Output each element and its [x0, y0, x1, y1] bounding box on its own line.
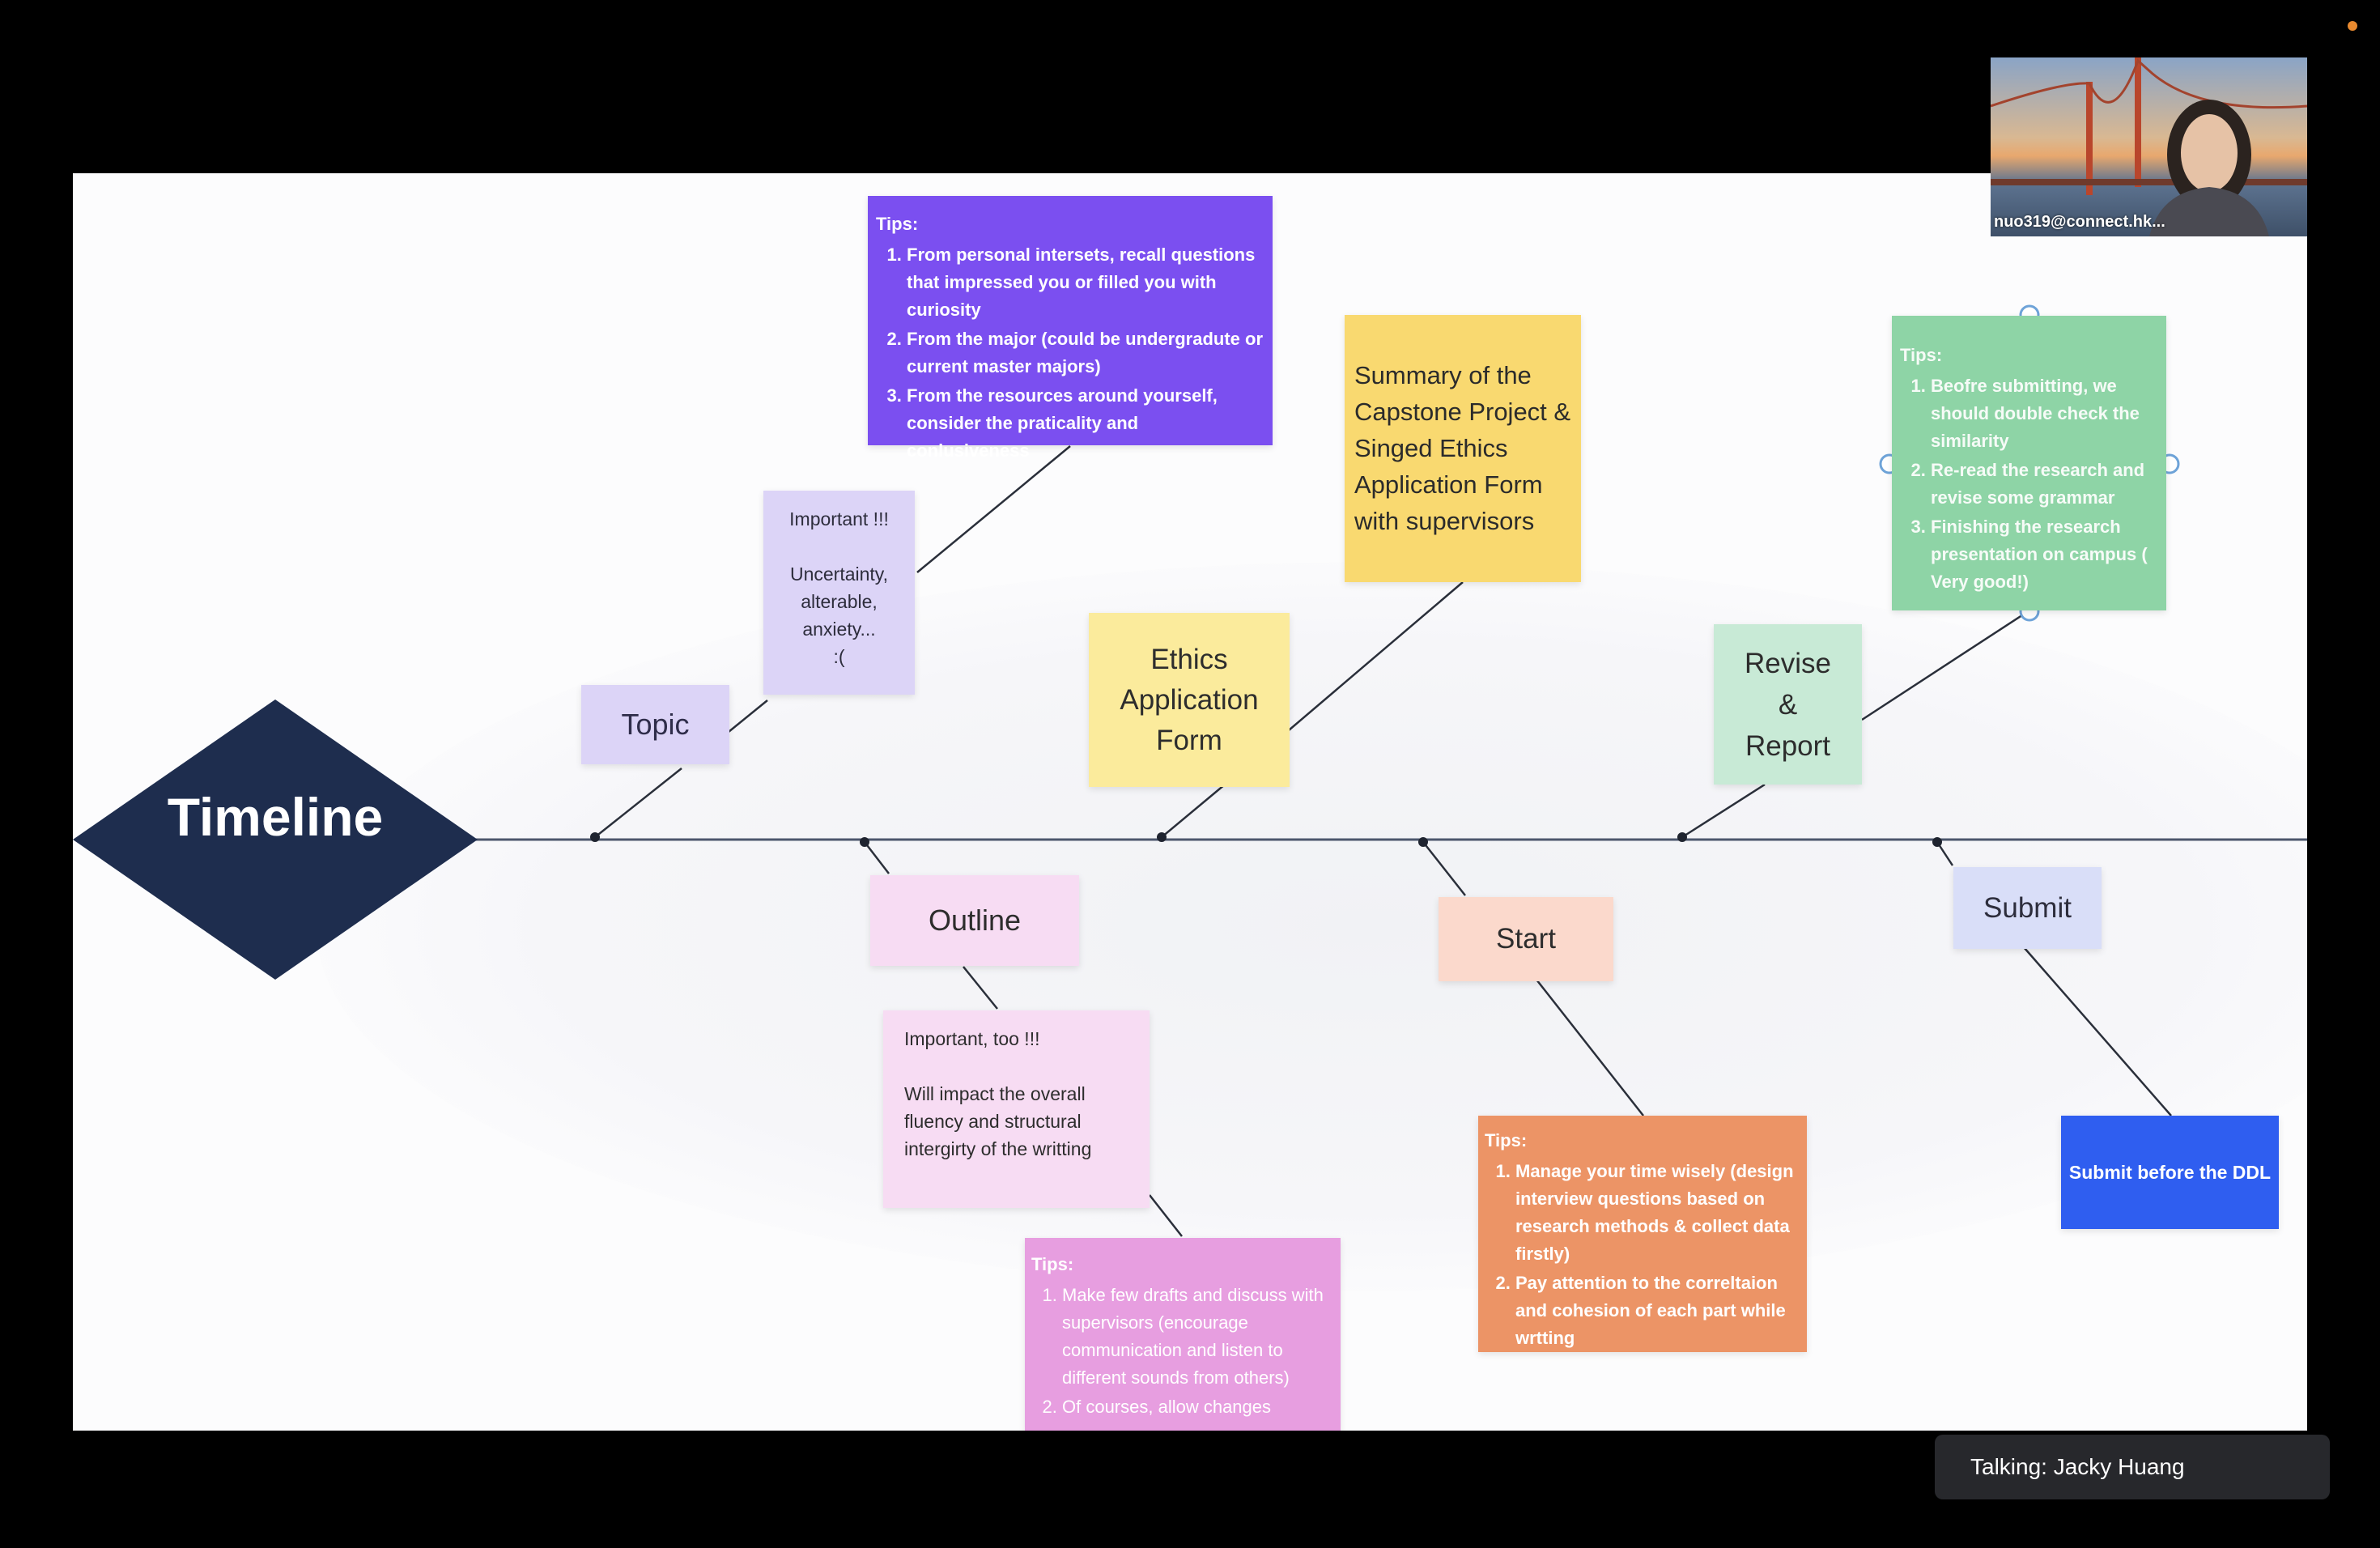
outline-tips-note[interactable]: Tips: Make few drafts and discuss with s…	[1025, 1238, 1341, 1431]
start-tip-item: Pay attention to the correltaion and coh…	[1515, 1269, 1800, 1352]
revise-tips-title: Tips:	[1900, 345, 1943, 365]
topic-tip-item: From personal intersets, recall question…	[907, 241, 1264, 324]
timeline-title: Timeline	[167, 787, 384, 847]
ethics-note[interactable]: Ethics Application Form	[1089, 613, 1290, 787]
node-ethics	[1157, 832, 1167, 842]
outline-note[interactable]: Outline	[870, 875, 1079, 966]
video-background	[1991, 57, 2307, 236]
topic-important-body: Uncertainty, alterable, anxiety... :(	[789, 563, 888, 667]
revise-tip-item: Re-read the research and revise some gra…	[1931, 457, 2158, 512]
revise-label: Revise & Report	[1745, 647, 1831, 762]
outline-important-note[interactable]: Important, too !!! Will impact the overa…	[883, 1010, 1150, 1208]
start-tips-list: Manage your time wisely (design intervie…	[1485, 1158, 1800, 1352]
revise-tip-item: Finishing the research presentation on c…	[1931, 513, 2158, 596]
topic-important-note[interactable]: Important !!! Uncertainty, alterable, an…	[763, 491, 915, 695]
shared-slide: Timeline Topic Important !!! Uncertainty…	[73, 173, 2307, 1431]
outline-important-body: Will impact the overall fluency and stru…	[904, 1083, 1092, 1159]
outline-important-heading: Important, too !!!	[904, 1028, 1040, 1049]
topic-note[interactable]: Topic	[581, 685, 729, 764]
submit-ddl-note[interactable]: Submit before the DDL	[2061, 1116, 2279, 1229]
recording-indicator	[2348, 21, 2357, 31]
revise-tip-item: Beofre submitting, we should double chec…	[1931, 372, 2158, 455]
start-tip-item: Manage your time wisely (design intervie…	[1515, 1158, 1800, 1268]
outline-label: Outline	[928, 904, 1022, 937]
outline-tip-item: Make few drafts and discuss with supervi…	[1062, 1282, 1334, 1392]
node-outline	[860, 837, 869, 847]
participant-video-tile[interactable]: nuo319@connect.hk...	[1991, 57, 2307, 236]
start-note[interactable]: Start	[1439, 897, 1613, 981]
topic-label: Topic	[621, 708, 690, 741]
topic-tips-title: Tips:	[876, 214, 919, 234]
node-submit	[1932, 837, 1942, 847]
submit-ddl-text: Submit before the DDL	[2068, 1161, 2272, 1183]
timeline-connectors	[73, 304, 2307, 1237]
ethics-label: Ethics Application Form	[1120, 643, 1259, 756]
topic-tips-note[interactable]: Tips: From personal intersets, recall qu…	[868, 196, 1273, 461]
start-tips-note[interactable]: Tips: Manage your time wisely (design in…	[1478, 1116, 1807, 1352]
outline-tips-title: Tips:	[1031, 1254, 1074, 1274]
outline-tip-item: Of courses, allow changes	[1062, 1393, 1334, 1421]
ethics-summary-text: Summary of the Capstone Project & Singed…	[1354, 361, 1571, 535]
active-speaker-indicator: Talking: Jacky Huang	[1935, 1435, 2330, 1499]
participant-video-image	[1991, 57, 2307, 236]
node-start	[1418, 837, 1428, 847]
start-tips-title: Tips:	[1485, 1130, 1528, 1150]
start-label: Start	[1496, 923, 1556, 955]
participant-name: nuo319@connect.hk...	[1994, 213, 2165, 231]
topic-tip-item: From the major (could be undergradute or…	[907, 325, 1264, 381]
submit-note[interactable]: Submit	[1953, 867, 2102, 949]
outline-tips-list: Make few drafts and discuss with supervi…	[1031, 1282, 1334, 1421]
timeline-diamond	[73, 700, 478, 980]
revise-tips-note[interactable]: Tips: Beofre submitting, we should doubl…	[1892, 316, 2166, 610]
revise-tips-list: Beofre submitting, we should double chec…	[1900, 372, 2158, 596]
topic-important-heading: Important !!!	[789, 508, 889, 529]
topic-tip-item: From the resources around yourself, cons…	[907, 382, 1264, 465]
submit-label: Submit	[1983, 891, 2072, 924]
topic-tips-list: From personal intersets, recall question…	[876, 241, 1264, 465]
node-topic	[590, 832, 600, 842]
revise-note[interactable]: Revise & Report	[1714, 624, 1862, 785]
node-revise	[1677, 832, 1687, 842]
active-speaker-text: Talking: Jacky Huang	[1970, 1454, 2185, 1479]
ethics-summary-note[interactable]: Summary of the Capstone Project & Singed…	[1345, 315, 1581, 582]
